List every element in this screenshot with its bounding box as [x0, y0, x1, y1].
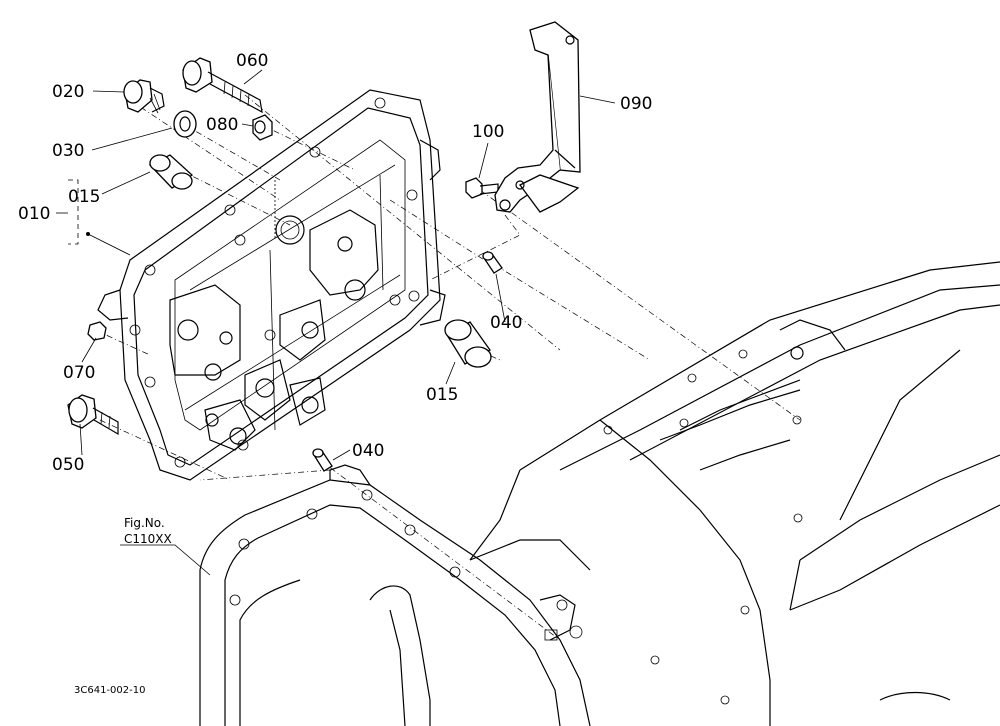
plug-020 [123, 79, 165, 114]
label-015-lower: 015 [426, 385, 458, 405]
label-070: 070 [63, 363, 95, 383]
bolt-060 [182, 57, 263, 114]
housing-flange [199, 464, 591, 726]
bracket-090 [494, 21, 581, 213]
bushing-015-lower [444, 319, 492, 368]
nut-080 [252, 114, 273, 141]
label-030: 030 [52, 141, 84, 161]
plug-070 [87, 321, 107, 341]
fig-ref-line1: Fig.No. [124, 516, 165, 530]
label-090: 090 [620, 94, 652, 114]
label-040-lower: 040 [352, 441, 384, 461]
part-labels: 020 030 015 010 060 080 090 100 040 015 … [18, 51, 652, 475]
label-080: 080 [206, 115, 238, 135]
cover-plate [97, 89, 446, 481]
label-050: 050 [52, 455, 84, 475]
figure-reference: Fig.No. C110XX [124, 516, 172, 546]
bolt-050 [67, 394, 119, 436]
pin-040-upper [482, 251, 503, 274]
label-100: 100 [472, 122, 504, 142]
fig-ref-line2: C110XX [124, 532, 172, 546]
washer-030 [173, 110, 197, 138]
label-010: 010 [18, 204, 50, 224]
label-015-upper: 015 [68, 187, 100, 207]
bolt-100 [465, 177, 499, 199]
alignment-lines [94, 94, 801, 641]
leader-lines [56, 69, 616, 576]
pin-040-lower [312, 448, 333, 472]
label-020: 020 [52, 82, 84, 102]
drawing-code: 3C641-002-10 [74, 685, 145, 696]
bushing-015-upper [148, 154, 194, 190]
label-040-upper: 040 [490, 313, 522, 333]
transmission-case [469, 261, 1000, 726]
label-060: 060 [236, 51, 268, 71]
